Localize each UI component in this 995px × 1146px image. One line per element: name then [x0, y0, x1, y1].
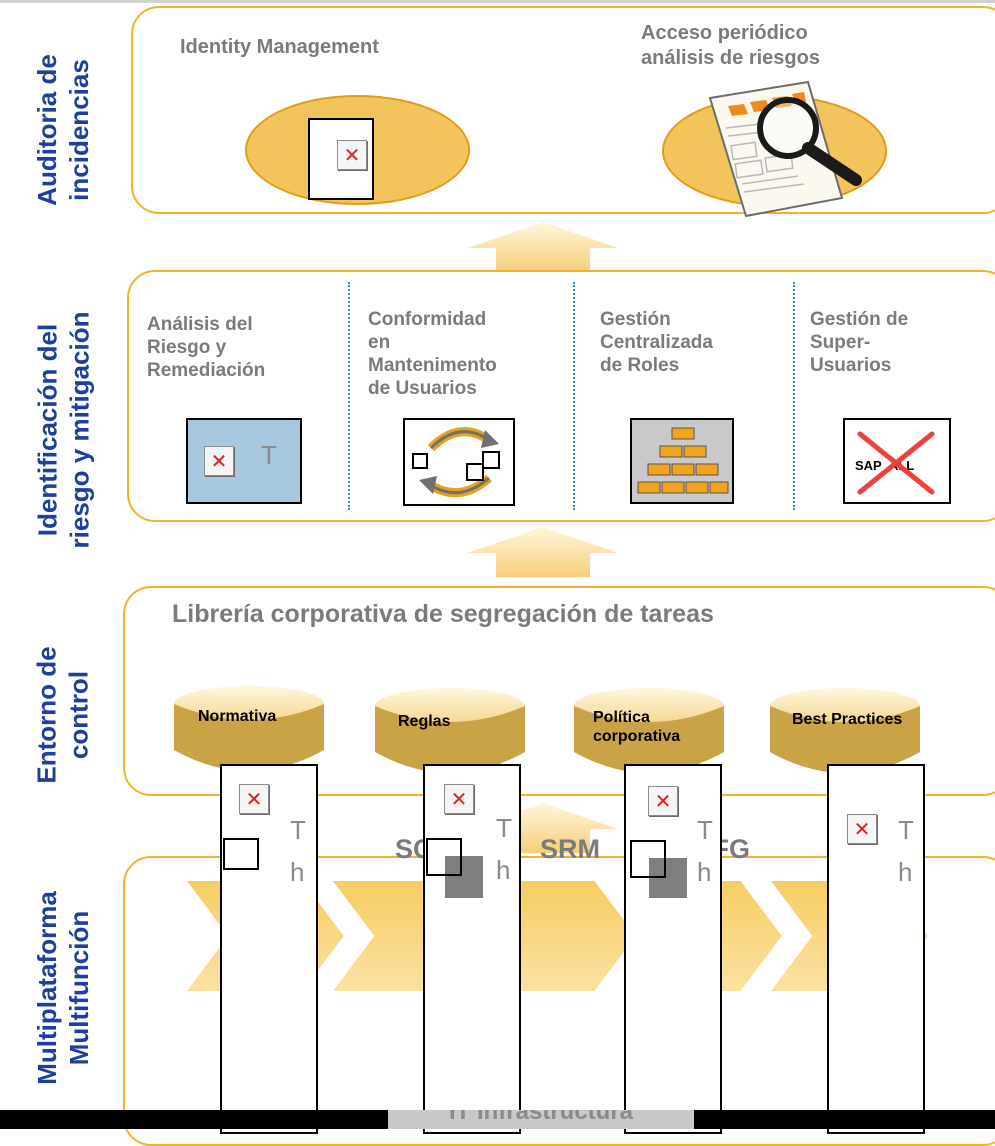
acceso-title-line1: Acceso periódico	[641, 22, 808, 44]
side-label-entorno-text: Entorno de control	[32, 646, 94, 784]
broken-image-icon: ✕	[204, 446, 234, 476]
gray-block	[445, 856, 483, 898]
side-label-multi-text: Multiplataforma Multifunción	[32, 890, 95, 1085]
column-divider-1	[348, 282, 350, 510]
system-box-1	[220, 764, 318, 1134]
infrastructure-label-text: IT Infrastructura	[448, 1110, 634, 1125]
side-label-auditoria-text: Auditoria de incidencias	[32, 54, 95, 206]
control-library-title: Librería corporativa de segregación de t…	[172, 600, 714, 628]
placeholder-text: T	[261, 440, 277, 470]
placeholder-text-h: h	[496, 855, 511, 885]
up-arrow-2	[468, 527, 618, 577]
role-hierarchy-icon	[630, 418, 734, 504]
column-divider-2	[573, 282, 575, 510]
column-divider-3	[793, 282, 795, 510]
module-srm-label: SRM	[540, 834, 600, 864]
broken-image-icon: ✕	[239, 784, 269, 814]
disc-normativa	[174, 686, 324, 771]
disc-normativa-label: Normativa	[198, 708, 277, 725]
broken-image-icon: ✕	[337, 140, 367, 170]
placeholder-text-t: T	[898, 815, 914, 845]
disc-reglas-label: Reglas	[398, 713, 451, 730]
infrastructure-label: IT Infrastructura	[388, 1110, 694, 1129]
top-border	[0, 0, 995, 3]
placeholder-text-h: h	[898, 857, 913, 887]
disc-politica	[574, 688, 724, 773]
placeholder-text-h: h	[697, 857, 712, 887]
disc-reglas	[375, 688, 525, 773]
placeholder-text-t: T	[496, 813, 512, 843]
disc-best-practices-label: Best Practices	[792, 711, 903, 728]
disc-best-practices	[770, 688, 920, 773]
placeholder-text-t: T	[697, 815, 713, 845]
broken-image-icon: ✕	[444, 784, 474, 814]
side-label-identificacion: Identificación del riesgo y mitigación	[18, 270, 108, 590]
overlay-frame	[223, 838, 259, 870]
up-arrow-1	[468, 222, 618, 272]
side-label-identificacion-text: Identificación del riesgo y mitigación	[32, 311, 95, 549]
acceso-title-line2: análisis de riesgos	[641, 47, 820, 69]
broken-image-icon: ✕	[648, 786, 678, 816]
system-box-2	[423, 764, 521, 1134]
document-magnifier-icon	[708, 80, 862, 218]
red-cross-icon	[857, 431, 935, 495]
broken-image-icon: ✕	[847, 814, 877, 844]
placeholder-text-t: T	[290, 815, 306, 845]
side-label-auditoria: Auditoria de incidencias	[18, 10, 108, 250]
gray-block	[649, 858, 687, 898]
placeholder-text-h: h	[290, 857, 305, 887]
overlay-frame	[426, 838, 462, 876]
side-label-entorno: Entorno de control	[18, 600, 108, 830]
user-cycle-icon	[403, 418, 515, 506]
side-label-multi: Multiplataforma Multifunción	[18, 850, 108, 1125]
disc-politica-label: Política corporativa	[593, 709, 681, 745]
identity-management-title: Identity Management	[180, 36, 379, 58]
overlay-frame	[630, 840, 666, 878]
